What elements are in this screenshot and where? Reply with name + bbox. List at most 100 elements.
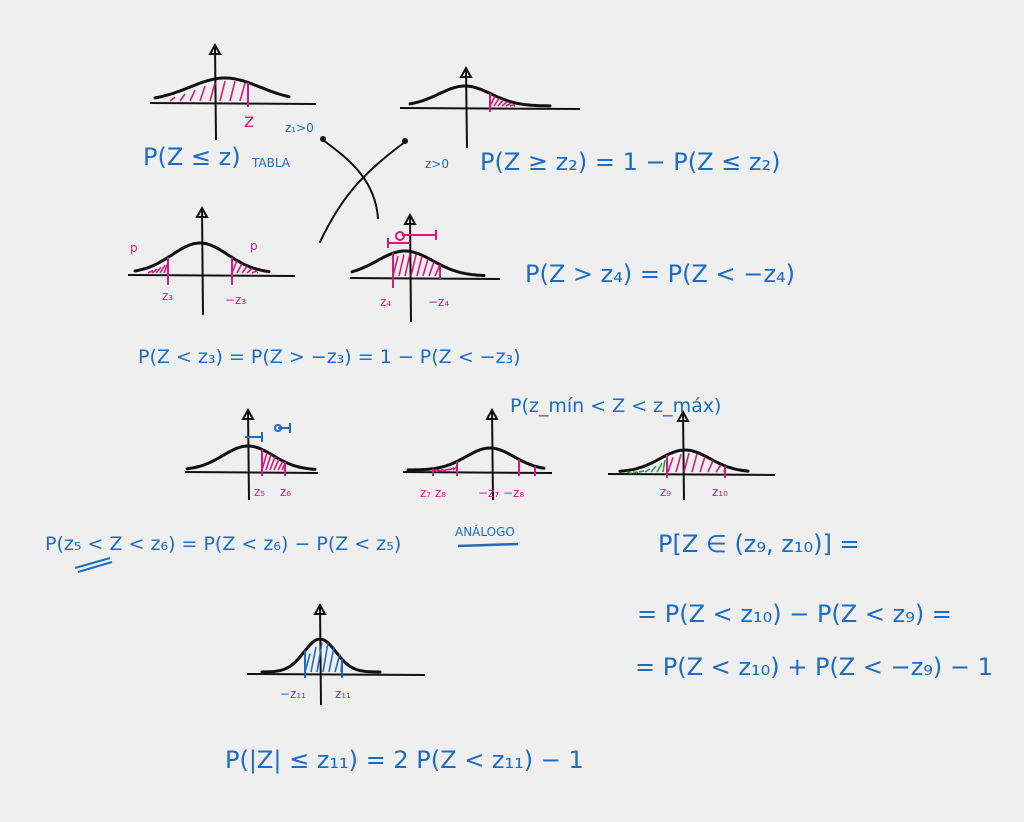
graph7-formula-2: = P(Z < z₁₀) − P(Z < z₉) = — [637, 600, 952, 628]
graph5-formula: P(z₅ < Z < z₆) = P(Z < z₆) − P(Z < z₅) — [45, 533, 401, 555]
graph1-shading-stroke — [199, 85, 206, 102]
graph3-shading-stroke — [151, 268, 158, 274]
graph5-shading-stroke — [269, 456, 276, 471]
graph3-formula: P(Z < z₃) = P(Z > −z₃) = 1 − P(Z < −z₃) — [138, 346, 521, 368]
graph4-shading-stroke — [422, 258, 429, 277]
graph1-shading-stroke — [209, 82, 216, 102]
graph6-right-labels: −z₇ −z₈ — [478, 486, 524, 500]
graph1-formula: P(Z ≤ z) — [143, 143, 241, 171]
sketch-marks — [127, 42, 776, 706]
graph1-shading-stroke — [169, 96, 176, 102]
graph3-shading-stroke — [147, 269, 154, 274]
graph2-shading-stroke — [509, 103, 516, 107]
graph4-interval-marks — [387, 230, 437, 248]
graph3-axis-arrow-icon — [195, 205, 209, 218]
graph5-labels-z5: z₅ — [254, 485, 265, 499]
graph4-zero-circle-icon — [395, 231, 405, 241]
graph1-shading-stroke — [239, 82, 246, 102]
graph2-shading-stroke — [505, 102, 512, 107]
graph2-y-axis — [465, 67, 468, 149]
graph3-shading-stroke — [241, 265, 248, 274]
graph8-shading-stroke — [334, 653, 341, 673]
graph7-z9-label: z₉ — [660, 485, 671, 499]
graph5-shading-stroke — [277, 460, 284, 471]
graph7-shading-stroke — [667, 457, 674, 473]
graph7-shading-stroke — [699, 456, 706, 473]
graph2-shading-stroke — [493, 97, 500, 107]
graph6-shading-stroke — [448, 467, 455, 471]
graph8-z11-label: z₁₁ — [335, 687, 351, 701]
graph1-z-label: z — [244, 110, 254, 132]
graph2-condition-left: z₁>0 — [285, 121, 314, 135]
graph1-shading-stroke — [229, 81, 236, 102]
graph3-neg-z3-label: −z₃ — [225, 293, 246, 307]
graph3-z3-label: z₃ — [162, 289, 173, 303]
analogo-underline — [457, 542, 519, 548]
graph7-shading-stroke — [691, 453, 698, 473]
graph4-shading-stroke — [398, 254, 405, 277]
graph1-shading-stroke — [179, 93, 186, 102]
graph8-bell-curve — [260, 637, 382, 674]
graph3-shading-stroke — [155, 266, 162, 274]
graph2-shading-stroke — [497, 99, 504, 107]
analogo-note: ANÁLOGO — [455, 524, 515, 539]
graph7-y-axis — [682, 411, 685, 501]
graph3-shading-stroke — [246, 268, 253, 274]
graph7-z10-label: z₁₀ — [712, 485, 728, 499]
graph6-bell-curve — [406, 446, 546, 472]
graph4-z4-label: z₄ — [380, 295, 391, 309]
crossing-arrow-2 — [322, 139, 379, 219]
graph3-shading-stroke — [251, 269, 258, 274]
graph7-shading-stroke — [638, 470, 645, 473]
graph1-y-axis — [214, 44, 217, 141]
arrow-tail-dot — [320, 136, 326, 142]
graph4-shading-stroke — [428, 261, 435, 277]
graph5-bell-curve — [185, 444, 317, 471]
graph7-x-axis — [607, 473, 776, 476]
graph8-shading-stroke — [322, 642, 329, 673]
graph2-formula: P(Z ≥ z₂) = 1 − P(Z ≤ z₂) — [480, 148, 780, 176]
graph1-axis-arrow-icon — [208, 42, 222, 55]
graph8-shading-stroke — [328, 646, 335, 673]
graph5-x-axis — [184, 471, 319, 474]
graph6-axis-arrow-icon — [485, 407, 499, 420]
graph5-labels-z6: z₆ — [280, 485, 291, 499]
graph7-shading-stroke — [707, 460, 714, 473]
graph8-shading-stroke — [316, 642, 323, 673]
graph7-axis-arrow-icon — [676, 409, 690, 422]
graph4-y-axis — [409, 214, 412, 323]
graph3-p-left: p — [130, 241, 138, 255]
graph7-shading-stroke — [662, 459, 666, 473]
graph4-shading-stroke — [410, 254, 417, 277]
graph5-axis-arrow-icon — [241, 407, 255, 420]
graph5-interval-marks — [245, 423, 291, 442]
interval-title: P(z_mín < Z < z_máx) — [510, 395, 721, 417]
graph5-shading-stroke — [273, 458, 280, 471]
graph3-y-axis — [201, 207, 204, 316]
graph8-axis-arrow-icon — [313, 602, 327, 615]
graph2-condition: z>0 — [425, 157, 449, 171]
graph3-shading-stroke — [256, 271, 259, 274]
graph2-axis-arrow-icon — [459, 65, 473, 78]
graph8-formula: P(|Z| ≤ z₁₁) = 2 P(Z < z₁₁) − 1 — [225, 746, 584, 774]
graph7-formula-3: = P(Z < z₁₀) + P(Z < −z₉) − 1 — [635, 653, 993, 681]
graph4-x-axis — [349, 277, 501, 280]
graph4-shading-stroke — [404, 253, 411, 277]
graph6-x-axis — [402, 471, 553, 474]
underline-scribble — [74, 557, 113, 573]
graph8-neg-z11-label: −z₁₁ — [280, 687, 306, 701]
graph5-shading-stroke — [265, 454, 272, 471]
graph8-shading-stroke — [310, 646, 317, 673]
graph4-formula: P(Z > z₄) = P(Z < −z₄) — [525, 260, 795, 288]
graph5-zero-circle-icon — [274, 424, 282, 432]
graph1-note: TABLA — [251, 156, 291, 170]
graph7-shading-stroke — [715, 464, 722, 473]
graph8-x-axis — [246, 673, 426, 676]
graph4-neg-z4-label: −z₄ — [428, 295, 449, 309]
graph6-left-labels: z₇ z₈ — [420, 486, 446, 500]
graph3-shading-stroke — [159, 264, 166, 274]
graph3-p-right: p — [250, 239, 258, 253]
graph1-shading-stroke — [219, 81, 226, 102]
